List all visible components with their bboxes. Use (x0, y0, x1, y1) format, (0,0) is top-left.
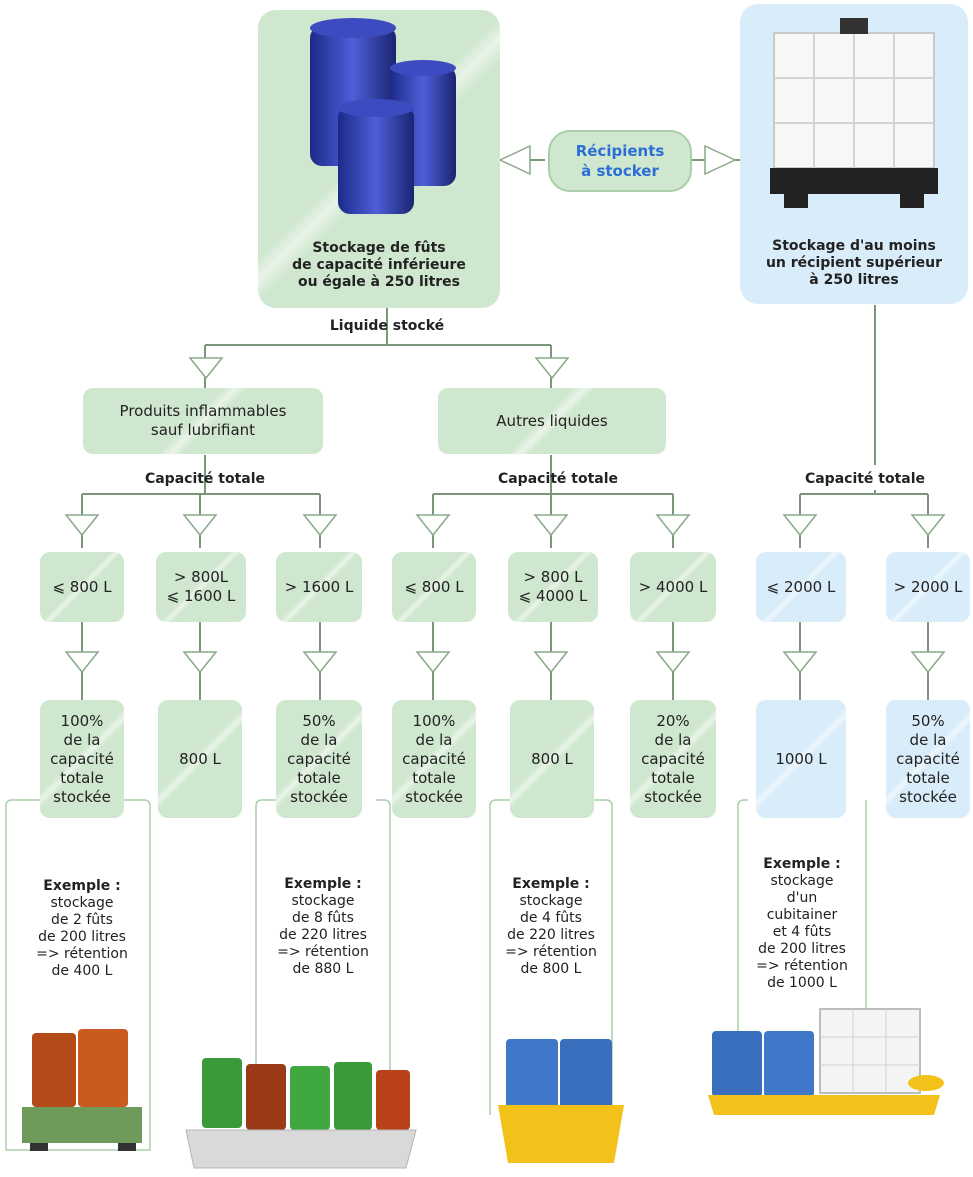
retention-node: 50% de la capacité totale stockée (276, 700, 362, 818)
threshold-node: ⩽ 800 L (40, 552, 124, 622)
two-drums-on-pallet-image (22, 1029, 142, 1151)
capacity-label-flammable: Capacité totale (144, 471, 266, 487)
threshold-node: ⩽ 2000 L (756, 552, 846, 622)
retention-node: 20% de la capacité totale stockée (630, 700, 716, 818)
example-2: Exemple : stockage de 8 fûts de 220 litr… (256, 876, 390, 978)
retention-node: 50% de la capacité totale stockée (886, 700, 970, 818)
threshold-node: > 800 L ⩽ 4000 L (508, 552, 598, 622)
threshold-node: > 2000 L (886, 552, 970, 622)
example-4: Exemple : stockage d'un cubitainer et 4 … (738, 856, 866, 992)
retention-node: 800 L (510, 700, 594, 818)
example-3: Exemple : stockage de 4 fûts de 220 litr… (490, 876, 612, 978)
ibc-container-image (770, 18, 938, 208)
four-drums-on-yellow-pallet-image (498, 1039, 624, 1163)
blue-drums-image (310, 18, 456, 214)
retention-node: 800 L (158, 700, 242, 818)
drums-panel-caption: Stockage de fûts de capacité inférieure … (292, 239, 466, 290)
ibc-panel-caption: Stockage d'au moins un récipient supérie… (765, 237, 943, 288)
threshold-node: > 800L ⩽ 1600 L (156, 552, 246, 622)
liquid-stored-label: Liquide stocké (329, 318, 445, 334)
flammable-products-node: Produits inflammables sauf lubrifiant (83, 388, 323, 454)
drums-panel: Stockage de fûts de capacité inférieure … (258, 10, 500, 308)
threshold-node: ⩽ 800 L (392, 552, 476, 622)
example-title: Exemple : (43, 878, 121, 894)
ibc-and-drums-on-pallet-image (708, 1008, 944, 1115)
retention-node: 100% de la capacité totale stockée (40, 700, 124, 818)
ibc-panel: Stockage d'au moins un récipient supérie… (740, 4, 968, 304)
example-title: Exemple : (512, 876, 590, 892)
other-liquids-node: Autres liquides (438, 388, 666, 454)
retention-node: 100% de la capacité totale stockée (392, 700, 476, 818)
example-text: stockage de 4 fûts de 220 litres => réte… (505, 893, 597, 977)
example-title: Exemple : (284, 876, 362, 892)
threshold-node: > 4000 L (630, 552, 716, 622)
retention-node: 1000 L (756, 700, 846, 818)
containers-to-store-pill: Récipients à stocker (548, 130, 692, 192)
example-title: Exemple : (763, 856, 841, 872)
example-text: stockage de 8 fûts de 220 litres => réte… (277, 893, 369, 977)
example-text: stockage de 2 fûts de 200 litres => réte… (36, 895, 128, 979)
eight-drums-on-pallet-image (185, 1058, 417, 1169)
threshold-node: > 1600 L (276, 552, 362, 622)
example-1: Exemple : stockage de 2 fûts de 200 litr… (14, 878, 150, 980)
example-text: stockage d'un cubitainer et 4 fûts de 20… (756, 873, 848, 991)
capacity-label-ibc: Capacité totale (804, 471, 926, 487)
capacity-label-other: Capacité totale (497, 471, 619, 487)
